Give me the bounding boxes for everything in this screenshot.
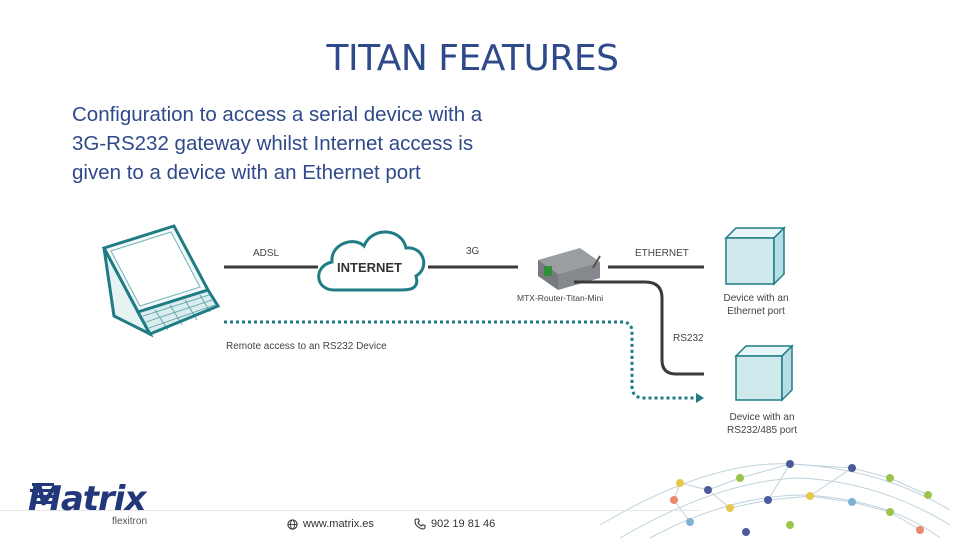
phone-icon [414,518,426,530]
internet-label: INTERNET [337,260,402,275]
cube-icon [724,226,786,286]
router-model-label: MTX-Router-Titan-Mini [517,293,604,303]
slide-description: Configuration to access a serial device … [72,100,592,187]
cube-icon [734,344,794,402]
network-graph-decoration [599,460,951,539]
brand-logo[interactable]: Matrix [28,479,146,519]
cloud-icon [317,230,426,292]
graph-nodes [670,460,932,536]
caption-line: Device with an [723,293,789,304]
description-line: given to a device with an Ethernet port [72,161,421,184]
description-line: 3G-RS232 gateway whilst Internet access … [72,132,474,155]
website-text: www.matrix.es [303,518,374,530]
caption-line: Device with an [729,412,795,423]
caption-line: RS232/485 port [726,425,798,436]
rs232-label: RS232 [673,333,704,344]
laptop-icon [101,224,221,338]
3g-label: 3G [466,246,480,257]
phone-text: 902 19 81 46 [431,518,496,530]
matrix-logo-mark [30,483,56,504]
device-ethernet-caption: Device with an Ethernet port [716,292,796,318]
website-link[interactable]: www.matrix.es [287,518,374,530]
ethernet-label: ETHERNET [635,248,689,259]
remote-access-label: Remote access to an RS232 Device [226,341,387,352]
device-rs232-caption: Device with an RS232/485 port [718,411,806,437]
caption-line: Ethernet port [727,306,785,317]
phone-contact[interactable]: 902 19 81 46 [414,518,495,530]
router-icon [538,248,601,290]
globe-icon [287,518,298,530]
footer-divider [0,510,700,511]
adsl-label: ADSL [253,248,280,259]
slide-title: TITAN FEATURES [326,38,619,79]
description-line: Configuration to access a serial device … [72,103,483,126]
brand-subtitle: flexitron [112,516,148,527]
